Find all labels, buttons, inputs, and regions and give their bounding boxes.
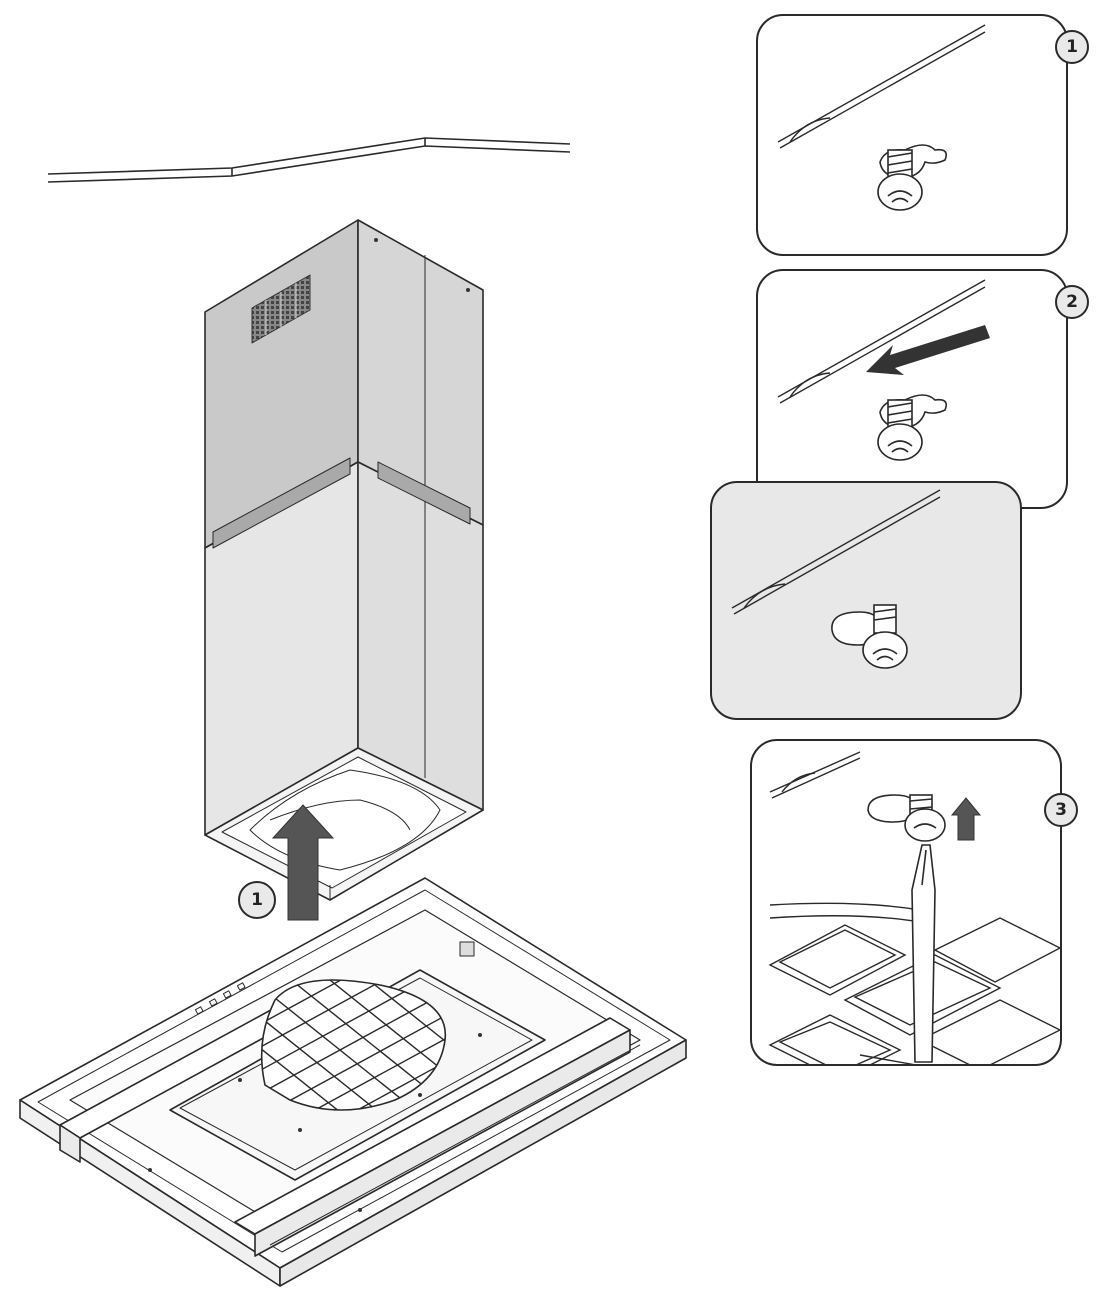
lift-arrow-icon — [950, 797, 982, 841]
chimney-band-side — [377, 461, 471, 525]
svg-text:3: 3 — [1055, 800, 1067, 820]
screwdriver-icon — [911, 844, 936, 1063]
ceiling-line — [47, 137, 571, 183]
detail-panel-2: 2 — [756, 269, 1089, 509]
chimney-band-front — [212, 457, 351, 549]
detail-panel-2b — [710, 481, 1022, 720]
detail-panel-3: 3 — [750, 739, 1078, 1066]
detail-panel-1: 1 — [756, 14, 1089, 256]
svg-text:2: 2 — [1066, 292, 1078, 312]
svg-text:1: 1 — [251, 890, 263, 910]
detail-badge-3: 3 — [1044, 793, 1078, 827]
detail-badge-1: 1 — [1055, 30, 1089, 64]
slide-arrow-icon — [866, 325, 990, 375]
screw-icon — [831, 604, 908, 669]
grease-filter — [260, 979, 447, 1111]
main-step-badge: 1 — [238, 881, 276, 919]
screw-icon — [867, 794, 946, 842]
screw-icon — [877, 394, 948, 461]
screw-icon — [877, 144, 948, 211]
svg-text:1: 1 — [1066, 37, 1078, 57]
detail-badge-2: 2 — [1055, 285, 1089, 319]
chimney — [204, 219, 484, 901]
up-arrow-icon — [271, 804, 335, 921]
